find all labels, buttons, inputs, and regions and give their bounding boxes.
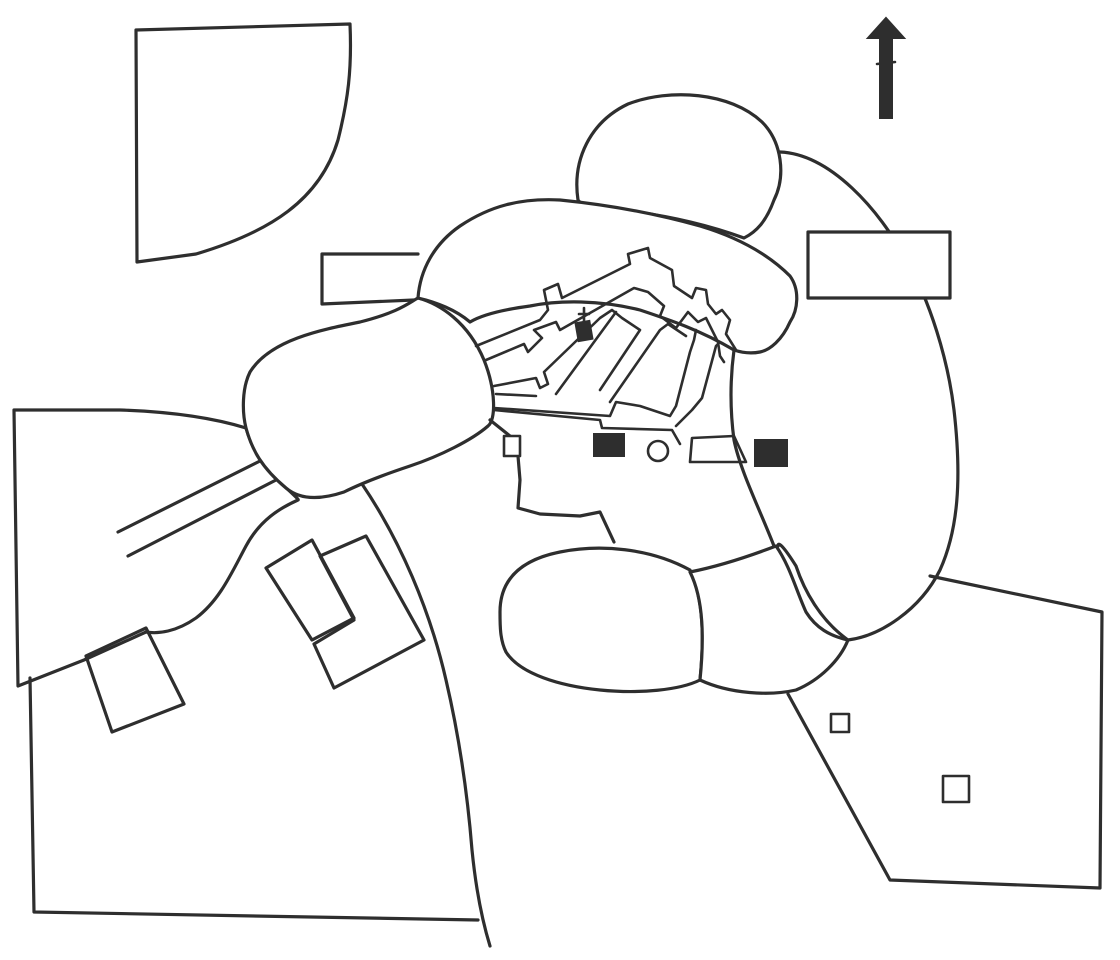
left-field-upper <box>12 408 300 688</box>
cross-building-icon <box>574 306 594 343</box>
east-field <box>786 574 1104 890</box>
tilted-building-a <box>264 538 356 642</box>
field-marker-1 <box>829 712 851 734</box>
east-rectangle <box>806 230 952 300</box>
south-lobe <box>498 546 704 694</box>
road-edge-east <box>729 348 776 548</box>
solid-building-east <box>754 439 788 467</box>
left-field-lower <box>28 676 480 922</box>
west-rectangle <box>320 252 420 306</box>
small-tilted-building <box>84 626 186 734</box>
field-marker-2 <box>941 774 971 804</box>
road-west-lower <box>126 478 278 558</box>
solid-building-center <box>593 433 625 457</box>
street-network <box>474 246 738 446</box>
small-square-building <box>502 434 522 458</box>
rect-building-right <box>688 434 748 464</box>
quarter-circle-field <box>134 22 353 264</box>
west-lobe <box>241 296 496 500</box>
southeast-lobe <box>688 544 850 695</box>
east-lobe <box>776 150 960 642</box>
north-arrow-icon <box>865 16 907 119</box>
road-west-upper <box>116 458 264 534</box>
tilted-building-b <box>312 534 426 690</box>
well-circle <box>646 439 670 463</box>
road-edge-west <box>360 482 492 948</box>
